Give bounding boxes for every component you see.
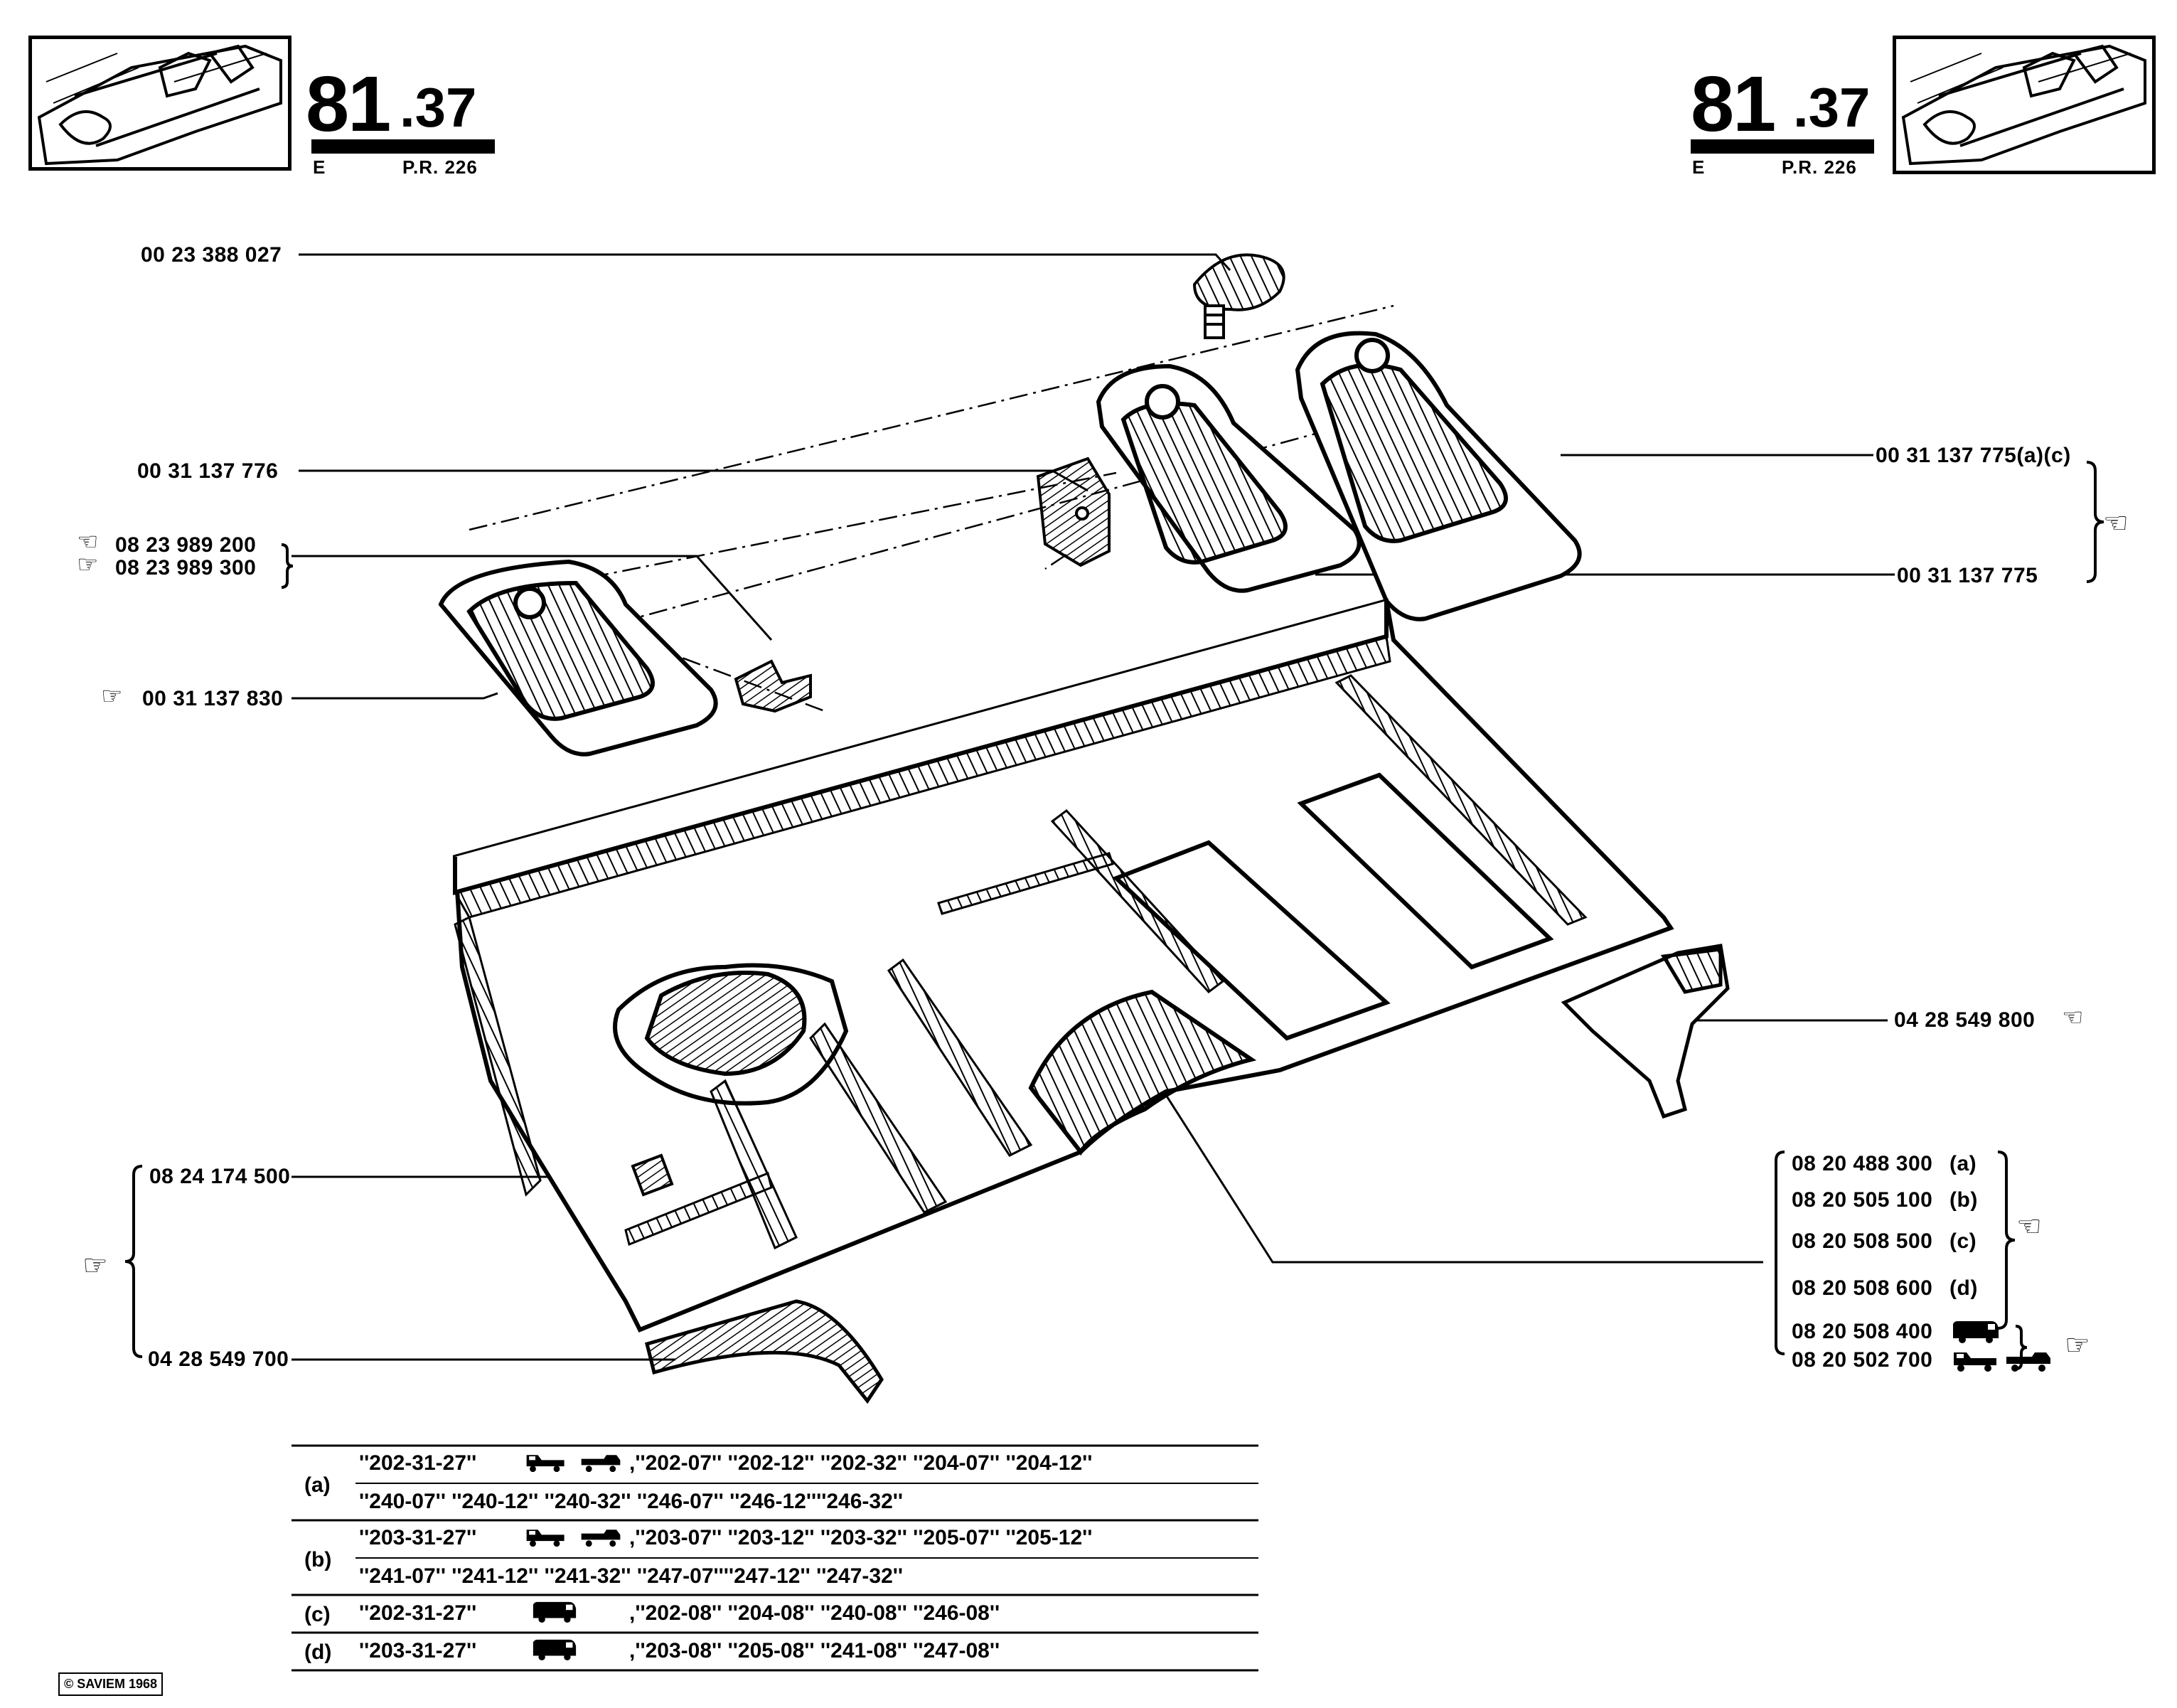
copyright-icon: © [64,1677,74,1691]
floor-tab-part [631,1153,674,1197]
hand-pointing-left-icon: ☜ [2016,1210,2042,1243]
thumbnail-right [1893,36,2156,174]
applicability-code-c: (c) [304,1603,331,1626]
section-number-major-right: 81 [1691,60,1776,148]
applicability-b-line2: ''241-07'' ''241-12'' ''241-32'' ''247-0… [359,1564,904,1588]
part-number-bracket-rh: 08 23 989 300 [115,556,257,580]
applicability-code-a: (a) [304,1473,331,1497]
thumbnail-left [28,36,291,171]
applicability-a-line1-pre: ''202-31-27'' [359,1451,477,1475]
part-number-floor-b: 08 20 505 100 [1792,1188,1933,1212]
knob-part [1192,253,1285,339]
part-number-floor-van: 08 20 508 400 [1792,1320,1933,1343]
part-number-tab: 08 24 174 500 [149,1165,291,1188]
applicability-code-d: (d) [304,1640,332,1664]
hand-pointing-left-icon: ☜ [2103,507,2129,540]
copyright-text: SAVIEM 1968 [77,1677,158,1691]
copyright-notice: © SAVIEM 1968 [58,1672,164,1696]
part-number-mat-rh: 00 31 137 775 [1897,564,2038,587]
part-number-bracket-lh: 08 23 989 200 [115,533,257,557]
applicability-a-line2: ''240-07'' ''240-12'' ''240-32'' ''246-0… [359,1490,904,1513]
pickup-truck-icon [581,1530,621,1547]
rubber-mat-right-rear [1295,331,1582,621]
hand-pointing-right-icon: ☞ [101,682,123,710]
rubber-mat-right-front [1096,363,1362,593]
pr-reference-right: P.R. 226 [1782,156,1857,178]
header-bar-left [311,139,495,154]
rubber-mat-left [438,559,718,757]
variant-tag-c: (c) [1949,1229,1977,1253]
part-number-clip: 00 31 137 776 [137,459,279,483]
applicability-code-b: (b) [304,1548,332,1571]
applicability-c-line1-post: ,''202-08'' ''204-08'' ''240-08'' ''246-… [629,1601,1000,1625]
variant-tag-b: (b) [1949,1188,1978,1212]
part-number-floor-c: 08 20 508 500 [1792,1229,1933,1253]
table-rules [291,1444,1258,1672]
pickup-truck-icon [2006,1352,2050,1372]
hand-pointing-right-icon: ☞ [77,550,99,579]
van-icon [1953,1321,1999,1343]
pickup-truck-icon [1954,1352,1996,1372]
part-number-knob: 00 23 388 027 [141,243,282,267]
section-number-major-left: 81 [306,60,391,148]
header-bar-right [1691,139,1874,154]
van-icon [533,1601,577,1623]
pr-reference-left: P.R. 226 [402,156,478,178]
section-number-minor-left: .37 [400,76,477,139]
part-number-trim-right: 04 28 549 800 [1894,1008,2036,1032]
bracket-part [734,659,812,713]
part-number-mat-lh: 00 31 137 830 [142,687,284,710]
applicability-b-line1-post: ,''203-07'' ''203-12'' ''203-32'' ''205-… [629,1526,1093,1549]
part-number-floor-d: 08 20 508 600 [1792,1276,1933,1300]
part-number-trim-left: 04 28 549 700 [148,1347,289,1371]
section-number-minor-right: .37 [1793,76,1871,139]
variant-tag-a: (a) [1949,1152,1977,1175]
hand-pointing-left-icon: ☜ [77,528,99,556]
pickup-truck-icon [526,1530,565,1547]
floor-panel [452,598,1674,1333]
applicability-c-line1-pre: ''202-31-27'' [359,1601,477,1625]
applicability-d-line1-post: ,''203-08'' ''205-08'' ''241-08'' ''247-… [629,1639,1000,1662]
applicability-a-line1-post: ,''202-07'' ''202-12'' ''202-32'' ''204-… [629,1451,1093,1475]
pickup-truck-icon [581,1455,621,1473]
floor-ribs [453,635,1588,1250]
floor-thumbnail-illustration [1901,44,2146,166]
part-number-floor-pickup: 08 20 502 700 [1792,1348,1933,1372]
trim-piece-right [1561,944,1730,1119]
applicability-b-line1-pre: ''203-31-27'' [359,1526,477,1549]
edition-letter-right: E [1692,156,1706,178]
hand-pointing-left-icon: ☜ [2062,1003,2084,1032]
part-number-mat-rh-a: 00 31 137 775(a)(c) [1876,444,2071,467]
variant-tag-d: (d) [1949,1276,1978,1300]
hand-pointing-right-icon: ☞ [2065,1329,2090,1362]
grouping-braces [124,461,2104,1370]
part-number-floor-a: 08 20 488 300 [1792,1152,1933,1175]
floor-thumbnail-illustration [37,44,282,166]
applicability-d-line1-pre: ''203-31-27'' [359,1639,477,1662]
edition-letter-left: E [313,156,326,178]
trim-piece-left [644,1299,884,1404]
pickup-truck-icon [526,1455,565,1473]
hand-pointing-right-icon: ☞ [82,1249,108,1282]
clip-part [1036,457,1111,567]
van-icon [533,1639,577,1661]
